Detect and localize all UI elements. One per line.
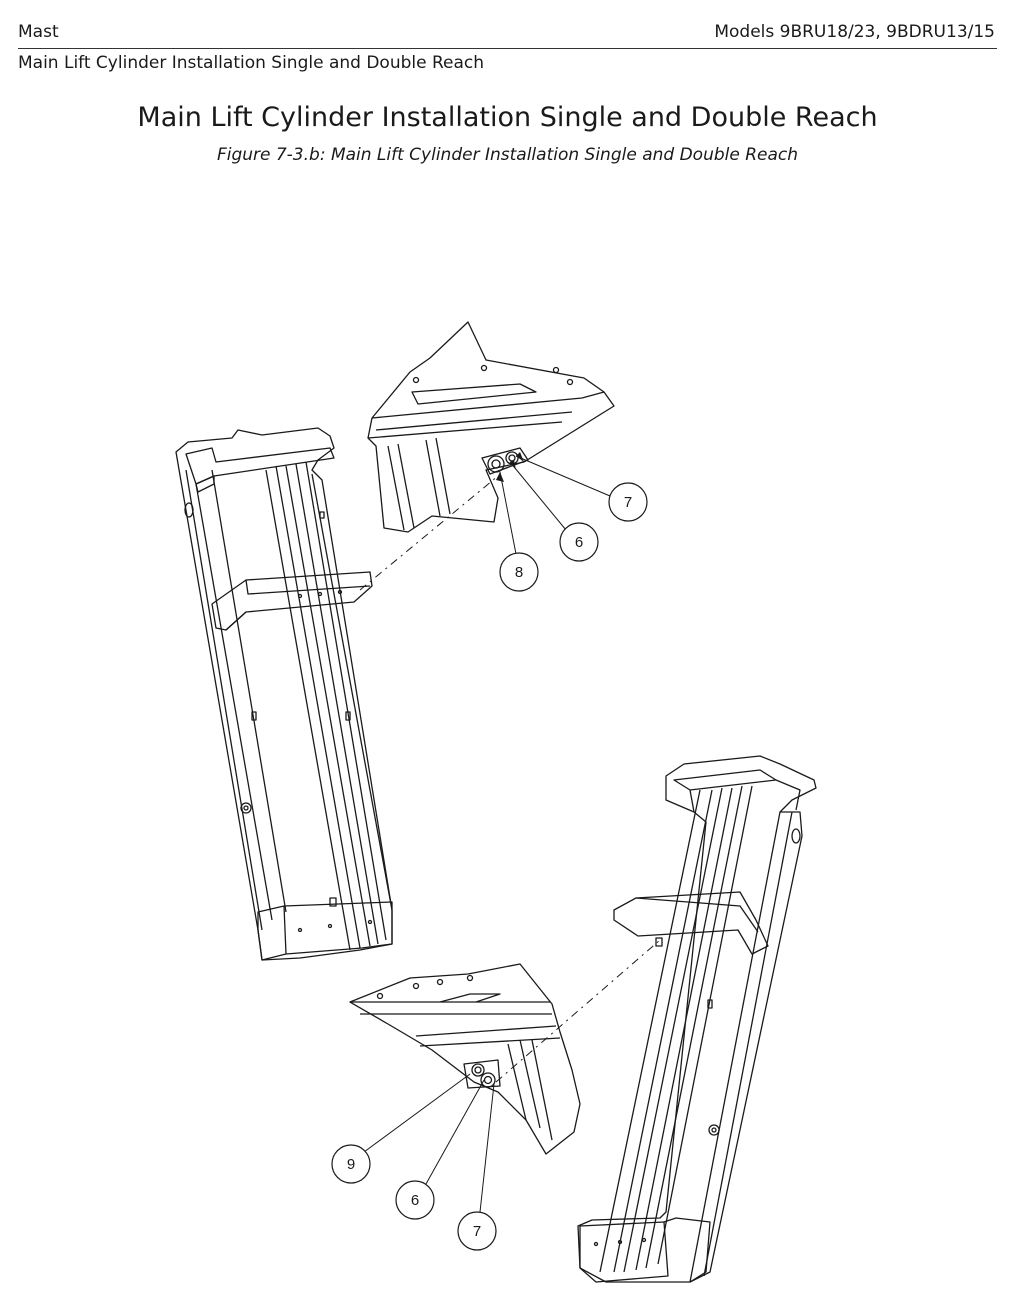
bottom-detail-drawing (349, 963, 581, 1155)
leader-lines (363, 455, 611, 1213)
svg-text:8: 8 (515, 564, 523, 581)
callout-top-7: 7 (608, 482, 648, 522)
header-subsection: Main Lift Cylinder Installation Single a… (18, 53, 485, 73)
header-section: Mast (18, 22, 59, 42)
alignment-lines (359, 475, 661, 1083)
figure-caption: Figure 7-3.b: Main Lift Cylinder Install… (216, 145, 799, 165)
header-rule (18, 48, 997, 49)
callout-top-8: 8 (499, 552, 539, 592)
callout-bottom-7: 7 (457, 1211, 497, 1251)
svg-text:6: 6 (575, 534, 583, 551)
svg-text:7: 7 (473, 1223, 481, 1240)
svg-text:7: 7 (624, 494, 632, 511)
figure-illustration: 7 6 8 9 6 7 (175, 321, 817, 1283)
header-models: Models 9BRU18/23, 9BDRU13/15 (714, 22, 995, 42)
svg-text:6: 6 (411, 1192, 419, 1209)
callout-bottom-6: 6 (395, 1180, 435, 1220)
top-detail-drawing (367, 321, 615, 533)
page-title: Main Lift Cylinder Installation Single a… (137, 102, 878, 133)
right-mast-drawing (577, 755, 817, 1283)
callout-bottom-9: 9 (331, 1144, 371, 1184)
svg-text:9: 9 (347, 1156, 355, 1173)
callout-top-6: 6 (559, 522, 599, 562)
left-mast-drawing (175, 427, 393, 961)
